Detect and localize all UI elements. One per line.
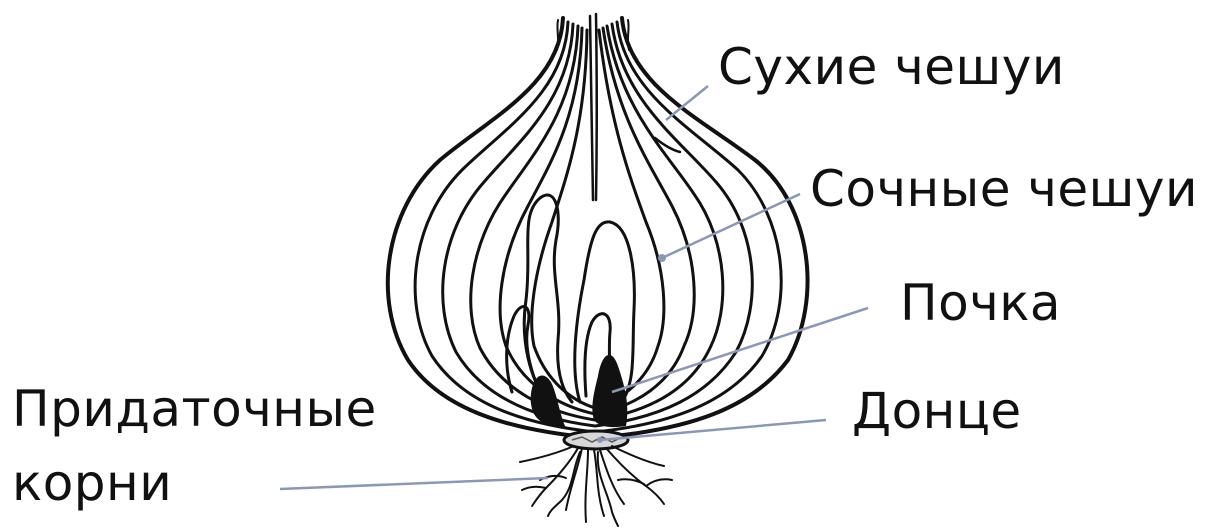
bud-right [592, 355, 627, 427]
leader-dot-base [597, 437, 603, 443]
neck-strand [557, 20, 558, 50]
root [566, 448, 582, 510]
root [618, 479, 644, 484]
label-base: Донце [852, 386, 1022, 436]
root [600, 450, 624, 504]
root [548, 452, 580, 516]
root [522, 487, 546, 490]
leader-dot-juicy [658, 254, 666, 262]
neck-strand [590, 16, 593, 200]
label-bud: Почка [900, 278, 1061, 328]
roots [520, 446, 672, 526]
neck-strand [596, 14, 597, 200]
label-roots-line1: Придаточные [12, 384, 377, 434]
leader-base [600, 420, 826, 440]
label-roots-line2: корни [12, 458, 172, 508]
root [646, 479, 672, 486]
label-dry-scales: Сухие чешуи [718, 42, 1065, 92]
neck-strand [628, 20, 629, 50]
leader-roots [280, 478, 548, 489]
leader-dry-scales [666, 86, 708, 120]
root [585, 450, 588, 522]
root [520, 446, 574, 462]
label-juicy-scales: Сочные чешуи [810, 164, 1198, 214]
